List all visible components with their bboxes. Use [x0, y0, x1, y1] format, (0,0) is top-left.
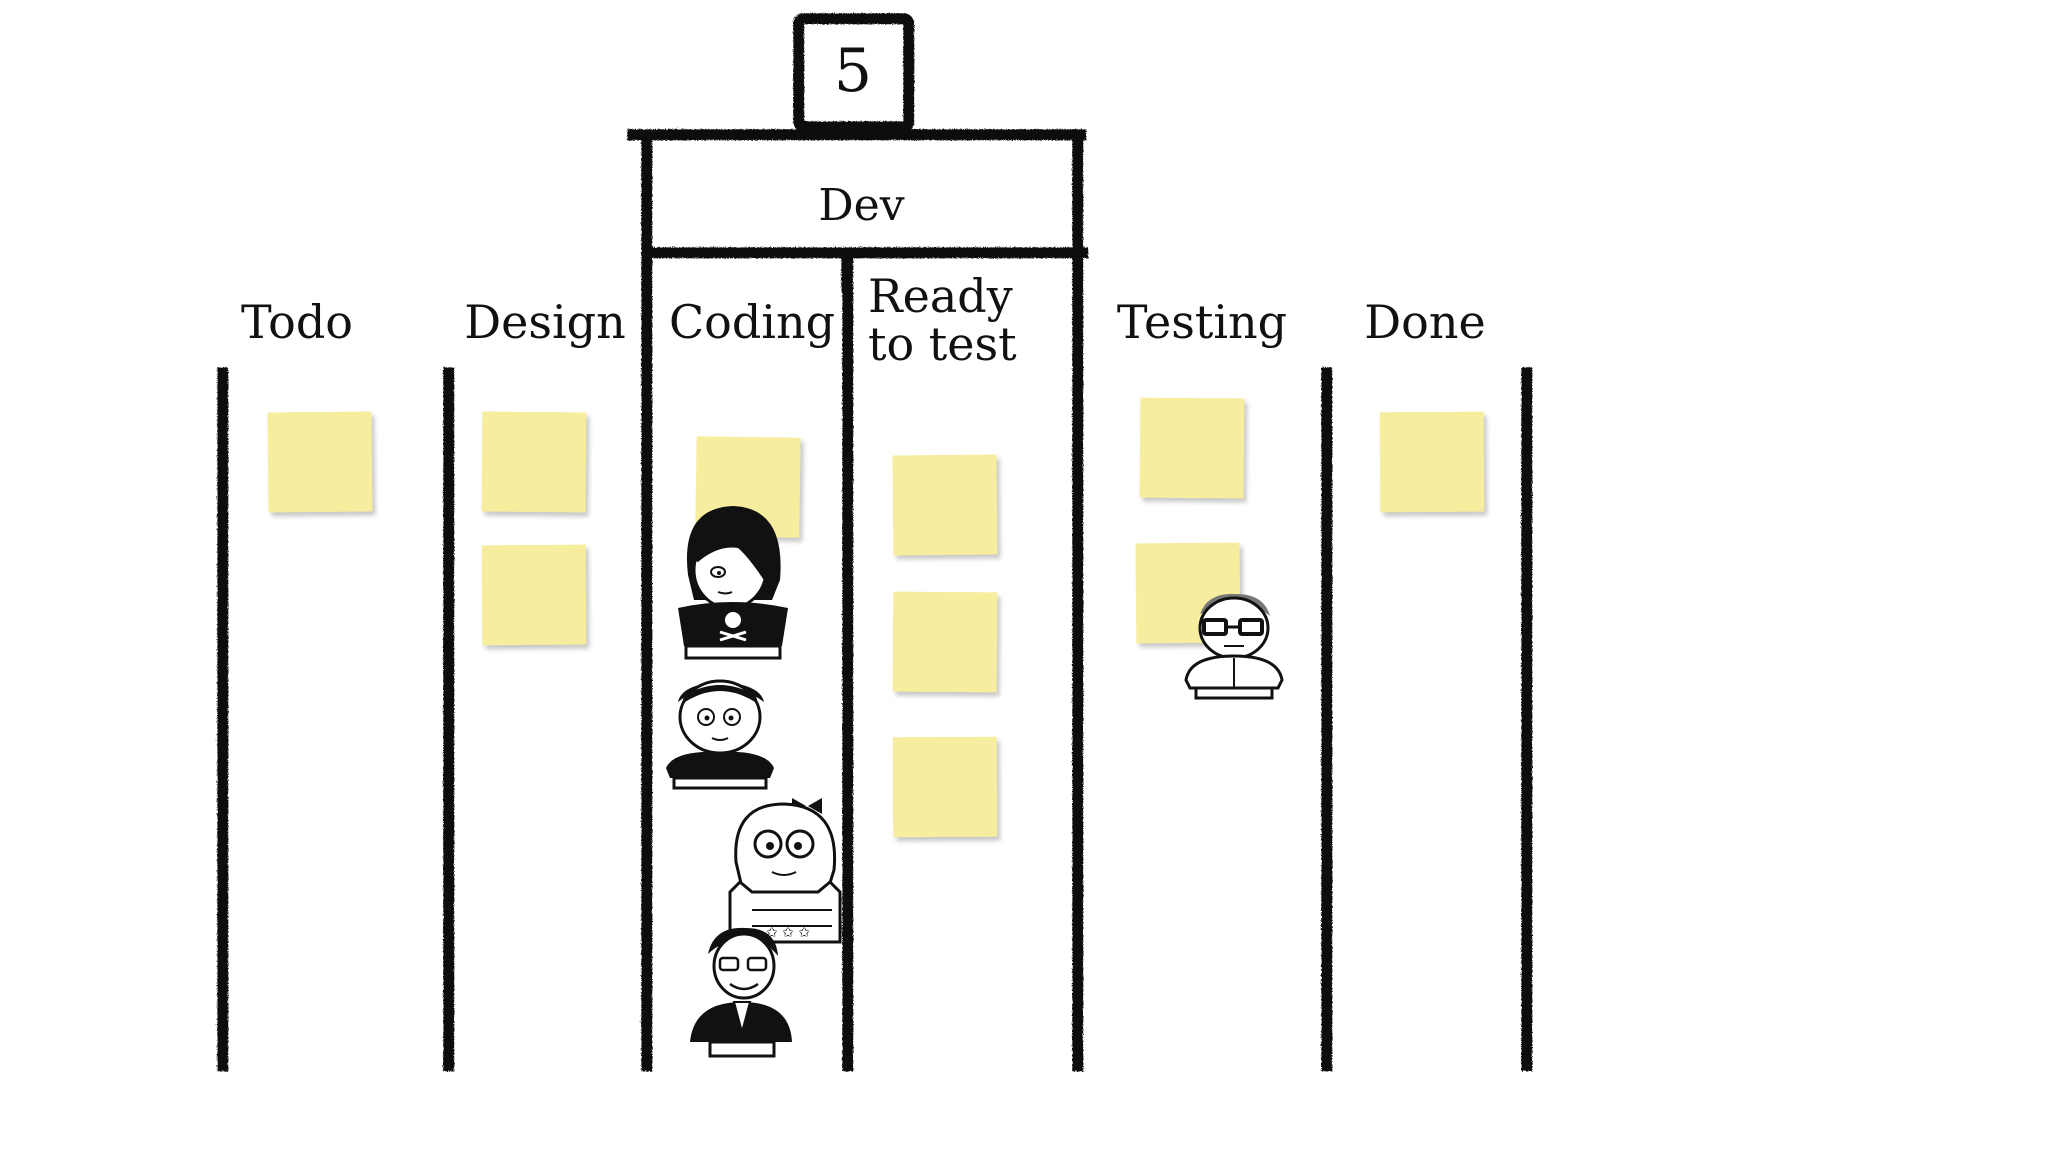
sticky-note-design-1[interactable]: [481, 411, 587, 513]
column-label-done: Done: [1364, 295, 1486, 349]
sticky-note-ready-3[interactable]: [892, 736, 998, 838]
person-man-glasses-icon: [690, 927, 792, 1058]
column-label-coding: Coding: [668, 295, 836, 349]
column-label-ready-to-test: Ready to test: [868, 269, 1017, 372]
column-label-testing: Testing: [1116, 295, 1288, 349]
person-girl-bow-icon: ✩ ✩ ✩: [728, 798, 842, 944]
wip-box: [792, 12, 914, 132]
svg-text:✩ ✩ ✩: ✩ ✩ ✩: [766, 925, 810, 941]
sticky-note-done-1[interactable]: [1379, 411, 1485, 513]
wip-limit: 5: [833, 36, 873, 106]
sticky-note-ready-2[interactable]: [892, 591, 998, 693]
sticky-note-ready-1[interactable]: [892, 454, 998, 556]
sticky-note-testing-1[interactable]: [1139, 397, 1245, 499]
person-boy-icon: [666, 679, 774, 790]
person-tester-icon: [1184, 593, 1284, 700]
column-label-design: Design: [464, 295, 626, 349]
person-emo-girl-icon: [678, 506, 788, 660]
sticky-note-design-2[interactable]: [481, 544, 587, 646]
dev-group-label: Dev: [818, 180, 905, 231]
sticky-note-todo-1[interactable]: [267, 411, 373, 513]
column-label-todo: Todo: [241, 295, 353, 349]
